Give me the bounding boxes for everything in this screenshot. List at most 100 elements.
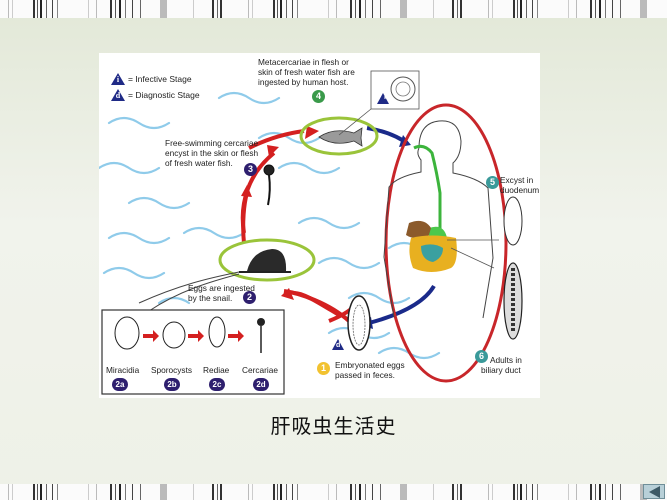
strip-bar bbox=[400, 484, 407, 500]
strip-bar bbox=[217, 0, 218, 18]
strip-bar bbox=[513, 484, 515, 500]
strip-bar bbox=[350, 484, 352, 500]
strip-bar bbox=[110, 0, 112, 18]
strip-bar bbox=[568, 0, 569, 18]
stage-4-badge: 4 bbox=[312, 90, 325, 103]
miracidium-drawing bbox=[114, 316, 140, 350]
stage-6-badge: 6 bbox=[475, 350, 488, 363]
strip-bar bbox=[520, 0, 522, 18]
strip-bar bbox=[595, 0, 596, 18]
strip-bar bbox=[140, 0, 141, 18]
strip-bar bbox=[37, 0, 38, 18]
strip-bar bbox=[336, 484, 337, 500]
strip-bar bbox=[328, 0, 329, 18]
arrow-head bbox=[267, 145, 279, 157]
snail-stage-badge: 2b bbox=[164, 378, 180, 391]
strip-bar bbox=[96, 484, 97, 500]
strip-bar bbox=[110, 484, 112, 500]
fish-highlight-ellipse bbox=[299, 116, 379, 156]
strip-bar bbox=[620, 0, 621, 18]
strip-bar bbox=[457, 484, 458, 500]
snail-stage-label: Miracidia bbox=[106, 365, 140, 375]
strip-bar bbox=[297, 484, 298, 500]
strip-bar bbox=[212, 484, 214, 500]
strip-bar bbox=[12, 484, 13, 500]
strip-bar bbox=[193, 484, 194, 500]
strip-bar bbox=[220, 0, 222, 18]
strip-bar bbox=[460, 484, 462, 500]
diagnostic-stage-icon: d bbox=[111, 89, 125, 101]
previous-slide-button[interactable] bbox=[643, 484, 665, 499]
arrow-snail-to-cercariae bbox=[241, 192, 249, 244]
strip-bar bbox=[452, 484, 454, 500]
left-triangle-icon bbox=[648, 485, 660, 498]
infective-stage-marker bbox=[377, 93, 389, 104]
snail-stage-arrows bbox=[143, 330, 244, 342]
strip-bar bbox=[355, 0, 356, 18]
strip-bar bbox=[532, 0, 533, 18]
strip-bar bbox=[88, 484, 89, 500]
snail-stage-label: Sporocysts bbox=[151, 365, 193, 375]
strip-bar bbox=[400, 0, 407, 18]
strip-bar bbox=[537, 484, 538, 500]
strip-bar bbox=[526, 484, 527, 500]
strip-bar bbox=[488, 484, 489, 500]
strip-bar bbox=[492, 0, 493, 18]
strip-bar bbox=[372, 484, 373, 500]
strip-bar bbox=[599, 484, 601, 500]
snail-stage-badge: 2a bbox=[112, 378, 128, 391]
strip-bar bbox=[433, 0, 434, 18]
diagnostic-stage-marker bbox=[332, 339, 344, 350]
strip-bar bbox=[365, 484, 366, 500]
redia-drawing bbox=[208, 316, 226, 348]
strip-bar bbox=[160, 484, 167, 500]
strip-bar bbox=[57, 0, 58, 18]
strip-bar bbox=[252, 0, 253, 18]
snail-stage-badge: 2c bbox=[209, 378, 225, 391]
strip-bar bbox=[193, 0, 194, 18]
strip-bar bbox=[248, 484, 249, 500]
strip-bar bbox=[217, 484, 218, 500]
strip-bar bbox=[517, 0, 518, 18]
strip-bar bbox=[380, 0, 381, 18]
arrow-head bbox=[281, 288, 294, 300]
strip-bar bbox=[57, 484, 58, 500]
strip-bar bbox=[8, 0, 9, 18]
strip-bar bbox=[280, 484, 282, 500]
snail-stage-label: Rediae bbox=[203, 365, 230, 375]
strip-bar bbox=[248, 0, 249, 18]
strip-bar bbox=[212, 0, 214, 18]
strip-bar bbox=[605, 0, 606, 18]
strip-bar bbox=[488, 0, 489, 18]
strip-bar bbox=[292, 484, 293, 500]
legend-infective: i = Infective Stage bbox=[111, 73, 192, 85]
stage-5-badge: 5 bbox=[486, 176, 499, 189]
strip-bar bbox=[297, 0, 298, 18]
strip-bar bbox=[252, 484, 253, 500]
strip-bar bbox=[280, 0, 282, 18]
strip-bar bbox=[125, 0, 126, 18]
human-host-ellipse bbox=[384, 103, 508, 383]
infective-stage-icon: i bbox=[111, 73, 125, 85]
strip-bar bbox=[52, 0, 53, 18]
strip-bar bbox=[96, 0, 97, 18]
strip-bar bbox=[537, 0, 538, 18]
strip-bar bbox=[119, 484, 121, 500]
strip-bar bbox=[526, 0, 527, 18]
strip-bar bbox=[457, 0, 458, 18]
strip-bar bbox=[115, 0, 116, 18]
snail-stage-label: Cercariae bbox=[242, 365, 278, 375]
strip-bar bbox=[46, 0, 47, 18]
strip-bar bbox=[568, 484, 569, 500]
strip-bar bbox=[590, 0, 592, 18]
strip-bar bbox=[605, 484, 606, 500]
strip-bar bbox=[620, 484, 621, 500]
strip-bar bbox=[433, 484, 434, 500]
strip-bar bbox=[277, 484, 278, 500]
top-decorative-strip bbox=[0, 0, 667, 18]
small-intestine bbox=[421, 244, 443, 262]
strip-bar bbox=[595, 484, 596, 500]
